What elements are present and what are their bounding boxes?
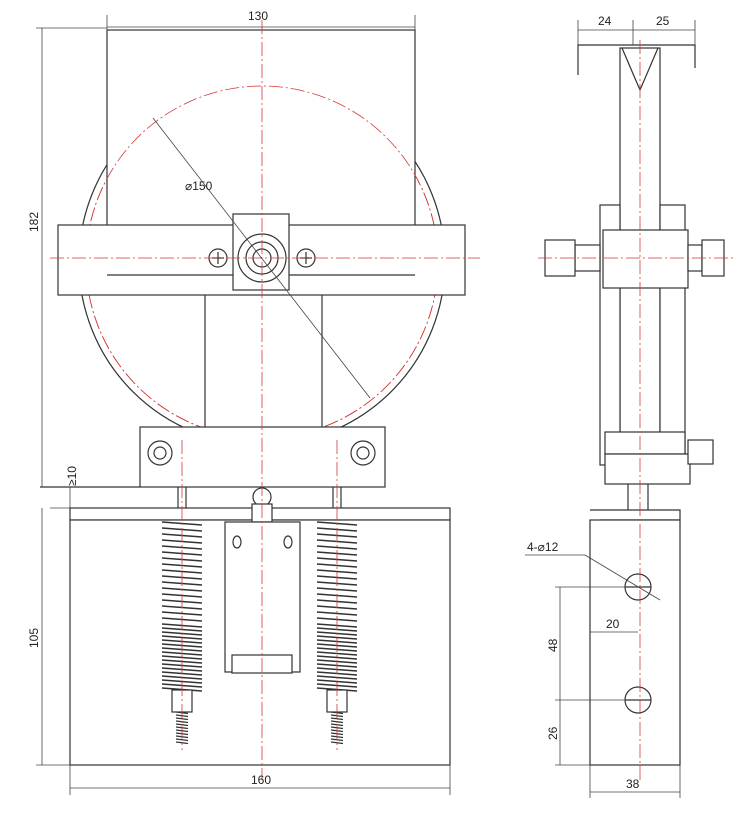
side-dimension-lines [525, 20, 696, 798]
mount-bracket [589, 519, 681, 766]
dim-hole-spacing: 48 [546, 638, 560, 652]
dim-overall-height: 182 [27, 212, 41, 232]
lower-bracket [139, 426, 386, 488]
dim-min-gap: ≥10 [65, 466, 79, 486]
dim-hole-bottom: 26 [546, 726, 560, 740]
dim-right-offset: 25 [656, 14, 670, 28]
dimension-lines [36, 15, 451, 795]
dim-holes: 4-⌀12 [527, 540, 559, 554]
knurled-roller [604, 431, 686, 455]
dim-bracket-width: 38 [626, 777, 640, 791]
dim-base-width: 160 [251, 773, 271, 787]
dim-top-width: 130 [248, 9, 268, 23]
dim-left-offset: 24 [598, 14, 612, 28]
hook-bracket [577, 44, 696, 75]
front-view: 130 182 ⌀150 ≥10 105 160 [27, 9, 480, 795]
mount-hole-icon [624, 573, 652, 714]
hub-side [602, 229, 689, 289]
dim-wheel-diameter: ⌀150 [185, 179, 213, 193]
dim-base-height: 105 [27, 628, 41, 648]
bolt-icon [147, 440, 376, 466]
limit-switch [224, 487, 301, 674]
side-view: 24 25 4-⌀12 20 48 26 38 [525, 14, 735, 798]
dim-hole-offset: 20 [606, 617, 620, 631]
